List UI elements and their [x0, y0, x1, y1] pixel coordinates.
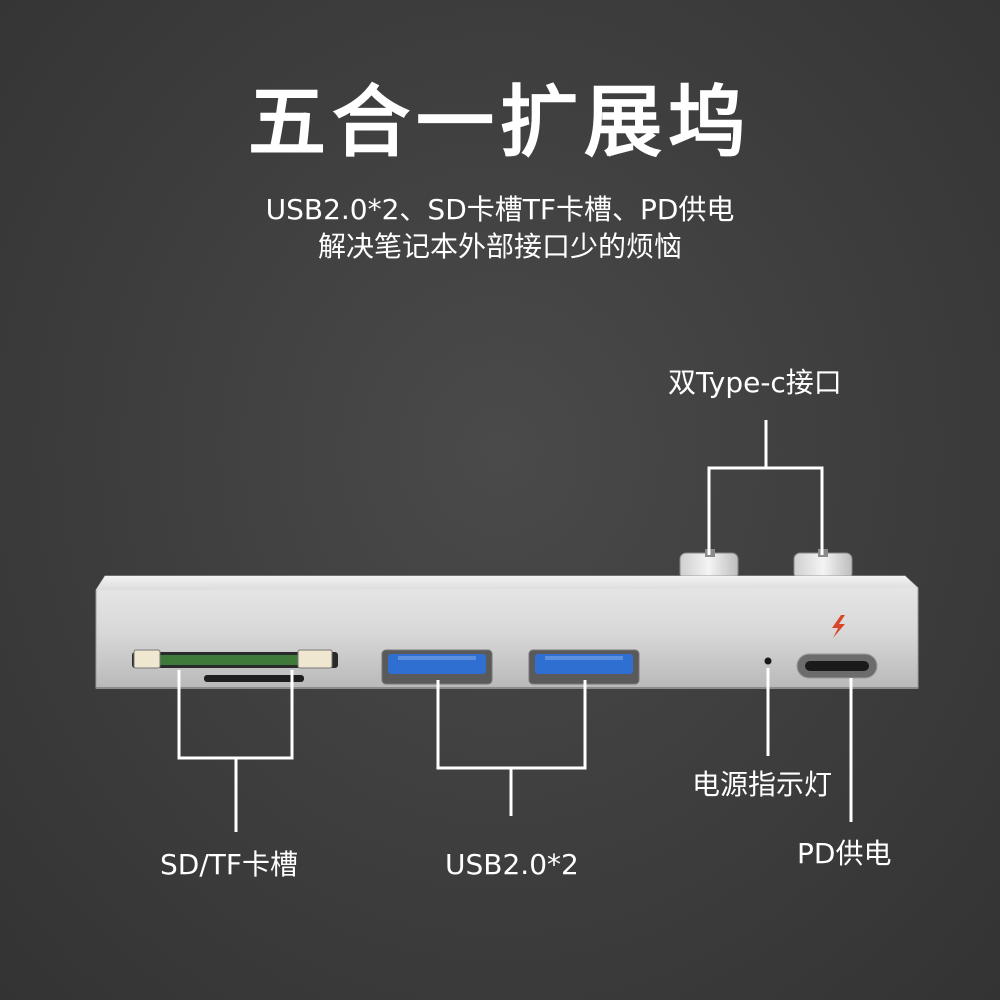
hub-body — [95, 575, 919, 689]
page-title: 五合一扩展坞 — [247, 78, 752, 168]
subtitle-line-1: USB2.0*2、SD卡槽TF卡槽、PD供电 — [265, 193, 735, 226]
tf-card-slot — [204, 675, 304, 682]
pd-typec-port — [796, 653, 878, 679]
power-led — [764, 657, 772, 665]
subtitle-line-2: 解决笔记本外部接口少的烦恼 — [317, 230, 682, 263]
label-typec: 双Type-c接口 — [668, 366, 842, 399]
label-pd: PD供电 — [797, 837, 892, 870]
label-sd-tf: SD/TF卡槽 — [160, 848, 298, 881]
usb-port-1 — [381, 649, 493, 685]
label-usb: USB2.0*2 — [445, 848, 579, 881]
usb-port-2 — [528, 649, 640, 685]
charge-bolt-icon — [832, 615, 845, 638]
label-power-led: 电源指示灯 — [692, 768, 833, 801]
sd-card-slot — [132, 649, 338, 669]
callout-lines — [177, 420, 853, 832]
